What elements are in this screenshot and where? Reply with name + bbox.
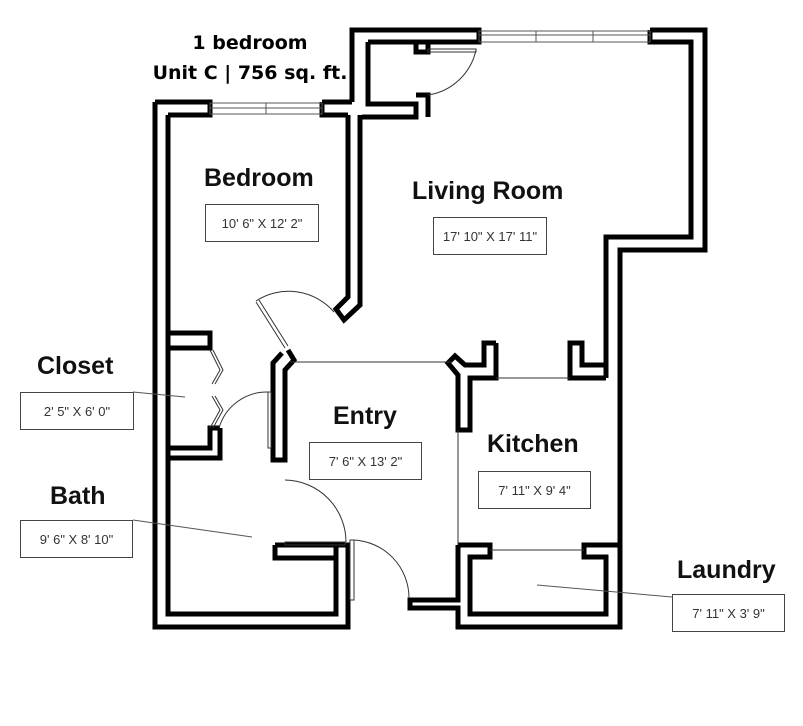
living-window	[478, 30, 651, 43]
bath-dimensions: 9' 6" X 8' 10"	[20, 520, 133, 558]
laundry-dimensions: 7' 11" X 3' 9"	[672, 594, 785, 632]
closet-top-wall	[168, 330, 213, 351]
laundry-leader	[536, 584, 673, 598]
bedroom-top-wall	[155, 99, 213, 118]
entry-left-wall	[270, 348, 298, 463]
bath-leader	[132, 519, 253, 538]
bedroom-label: Bedroom	[204, 164, 314, 192]
entry-door-leaf	[349, 539, 355, 601]
entry-label: Entry	[333, 402, 397, 430]
bedroom-right-wall	[332, 115, 363, 324]
vestibule-outer-wall	[349, 27, 482, 102]
closet-bottom-wall	[168, 428, 223, 461]
kitchen-label: Kitchen	[487, 430, 579, 458]
living-top-right-wall	[617, 27, 708, 595]
kitchen-dimensions: 7' 11" X 9' 4"	[478, 471, 591, 509]
closet-door-upper	[209, 349, 224, 385]
bath-closet-door-leaf	[267, 391, 272, 449]
bedroom-count: 1 bedroom	[192, 32, 308, 54]
closet-label: Closet	[37, 352, 114, 380]
vestibule-door-leaf	[427, 48, 477, 53]
living-room-dimensions: 17' 10" X 17' 11"	[433, 217, 547, 255]
bedroom-top-wall-right	[319, 99, 352, 118]
closet-leader	[132, 391, 186, 398]
unit-size: Unit C | 756 sq. ft.	[152, 62, 348, 84]
living-room-label: Living Room	[412, 177, 564, 205]
bath-door-swing	[284, 479, 347, 543]
laundry-label: Laundry	[677, 556, 776, 584]
closet-dimensions: 2' 5" X 6' 0"	[20, 392, 134, 430]
entry-dimensions: 7' 6" X 13' 2"	[309, 442, 422, 480]
bath-closet-door-swing	[218, 391, 270, 429]
bath-door-leaf	[284, 541, 346, 546]
unit-title: 1 bedroom Unit C | 756 sq. ft.	[140, 28, 360, 88]
closet-inner-wall	[165, 348, 220, 451]
entry-door-swing	[352, 539, 410, 599]
kitchen-left-stub	[444, 340, 499, 433]
kitchen-right-stub	[567, 340, 606, 381]
vestibule-door-swing	[427, 49, 477, 96]
bedroom-door-leaf	[255, 299, 289, 349]
vestibule-wall	[362, 42, 419, 120]
laundry-outer-bottom	[407, 545, 623, 630]
vestibule-jamb-top	[413, 42, 431, 55]
bath-label: Bath	[50, 482, 106, 510]
closet-door-lower	[209, 395, 224, 429]
bedroom-door-swing	[255, 290, 335, 313]
laundry-wall-left	[458, 542, 620, 617]
bedroom-dimensions: 10' 6" X 12' 2"	[205, 204, 319, 242]
